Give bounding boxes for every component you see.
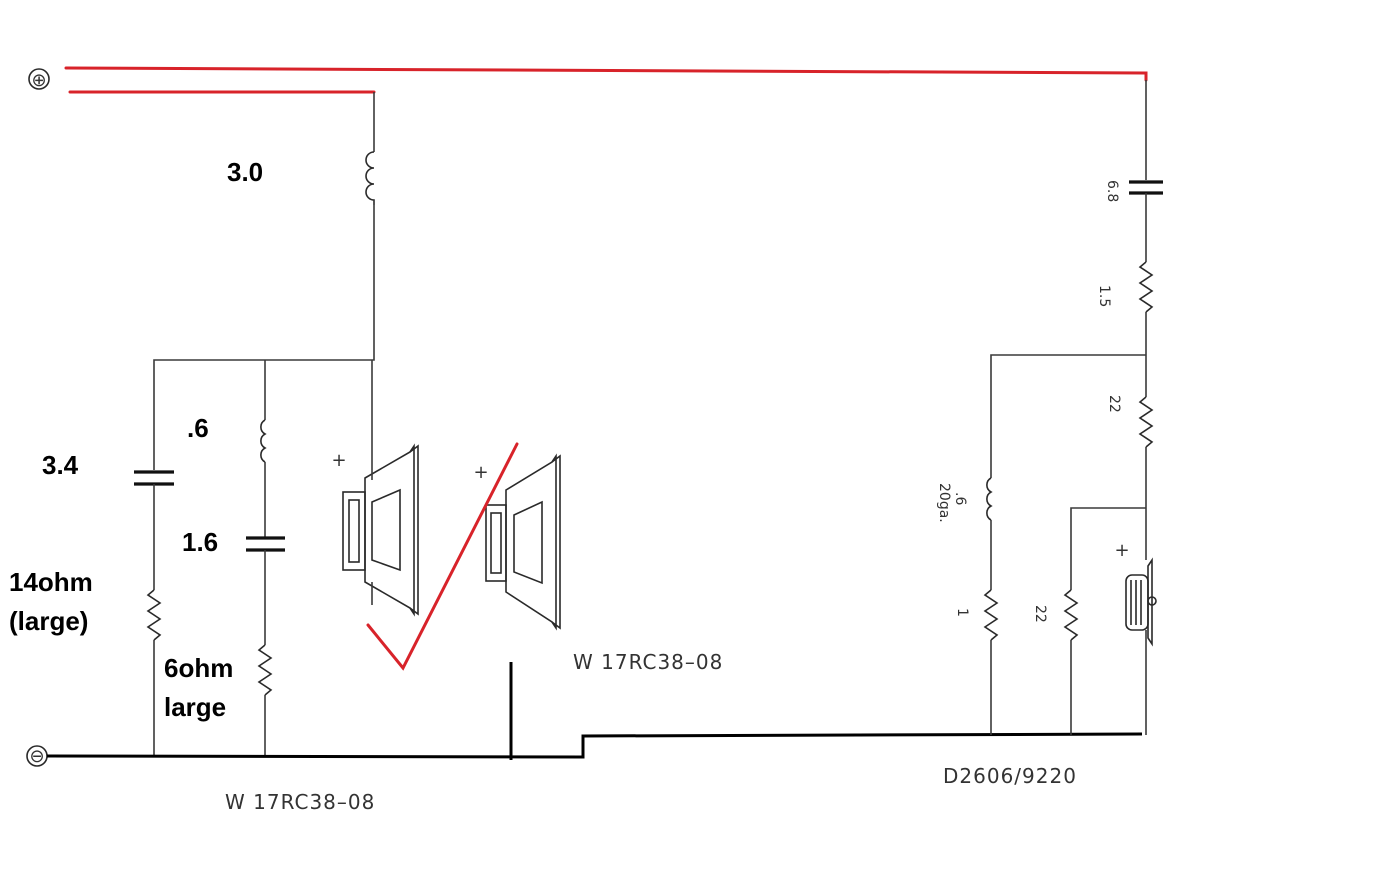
woofer-shunt-capacitor [134,470,174,486]
shunt-cap-label: 3.4 [42,450,79,480]
notch-inductor-label: .6 [187,413,209,443]
woofer-driver-1 [342,443,419,617]
tweeter-polarity: + [1114,540,1129,561]
tweeter-shunt-resistor-bottom [983,589,999,641]
driver2-polarity: + [473,462,488,483]
svg-text:⊕: ⊕ [31,70,46,91]
driver-bottom-model-label: W 17RC38–08 [225,790,375,814]
positive-terminal: ⊕ [28,68,50,91]
tweeter-shunt-res-top-label: 22 [1106,395,1122,413]
red-checkmark-annotation [366,442,519,671]
shunt-res-label-1: 14ohm [9,567,93,597]
tweeter-shunt-resistor-top [1138,396,1154,448]
notch-res-label-1: 6ohm [164,653,233,683]
driver1-polarity: + [331,450,346,471]
tweeter-shunt-res-bottom-label: 1 [954,608,970,617]
woofer-shunt-resistor [146,589,162,641]
svg-text:⊖: ⊖ [29,746,44,767]
tweeter-series-cap-label: 6.8 [1104,180,1120,202]
notch-cap-label: 1.6 [182,527,218,557]
tweeter-parallel-resistor [1063,589,1079,641]
shunt-res-label-2: (large) [9,606,88,636]
tweeter-driver [1125,557,1157,735]
notch-res-label-2: large [164,692,226,722]
driver2-model-label: W 17RC38–08 [573,650,723,674]
tweeter-series-resistor [1138,261,1154,313]
notch-capacitor [246,536,285,552]
tweeter-shunt-inductor-gauge: 20ga. [936,483,952,523]
tweeter-model-label: D2606/9220 [943,764,1077,788]
tweeter-series-capacitor [1129,180,1163,195]
tweeter-parallel-branch-wire [1070,507,1146,590]
woofer-series-inductor [365,151,375,205]
notch-resistor [257,644,273,696]
negative-terminal: ⊖ [26,745,48,767]
woofer-node-wire [153,205,375,470]
ground-bus-wire [46,732,1143,759]
notch-inductor [260,419,267,463]
tweeter-shunt-inductor [986,477,993,521]
tweeter-zobel-branch-wire [990,354,1146,478]
woofer-driver-2 [485,453,561,631]
tweeter-series-res-label: 1.5 [1096,285,1112,307]
red-positive-wire-top [64,66,1148,82]
tweeter-shunt-inductor-label: .6 [952,492,968,505]
series-inductor-label: 3.0 [227,157,263,187]
tweeter-parallel-res-label: 22 [1032,605,1048,623]
